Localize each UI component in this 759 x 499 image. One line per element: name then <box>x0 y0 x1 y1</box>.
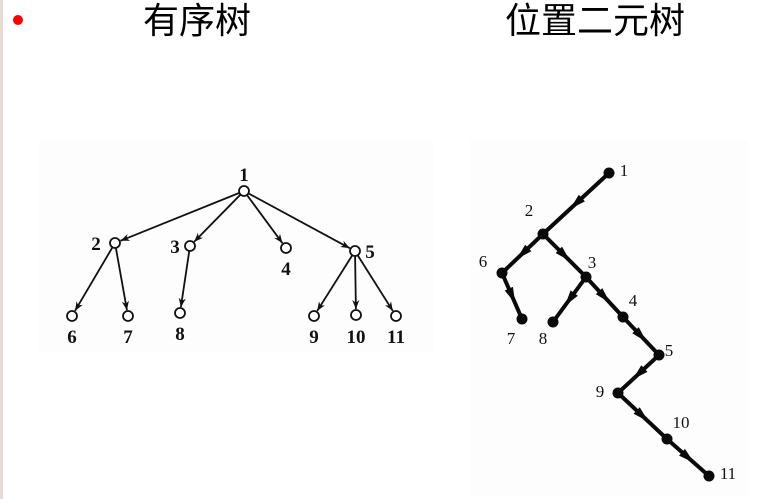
node-label-11: 11 <box>720 464 736 483</box>
node-label-3: 3 <box>588 253 597 272</box>
node-label-11: 11 <box>387 327 405 348</box>
node-label-6: 6 <box>479 252 488 271</box>
edge-arrow-1-2 <box>570 194 585 209</box>
edge-1-3 <box>193 193 242 243</box>
edge-1-4 <box>246 194 284 244</box>
node-11 <box>703 470 715 482</box>
node-label-4: 4 <box>629 291 638 310</box>
edge-arrow-10-11 <box>679 448 695 463</box>
positional-binary-tree-diagram: 1 2 3 4 5 6 7 8 9 10 11 <box>479 161 736 483</box>
node-8 <box>547 316 559 328</box>
node-label-9: 9 <box>309 327 319 348</box>
node-4 <box>617 311 629 323</box>
node-label-10: 10 <box>673 413 690 432</box>
node-label-1: 1 <box>620 161 629 180</box>
node-10 <box>661 433 673 445</box>
node-6 <box>66 310 78 322</box>
edge-arrow-9-10 <box>633 407 649 422</box>
node-label-5: 5 <box>365 242 375 263</box>
node-9 <box>612 387 624 399</box>
node-label-4: 4 <box>281 259 291 280</box>
node-label-1: 1 <box>239 165 249 186</box>
edge-arrow-3-4 <box>595 288 610 303</box>
edge-5-11 <box>356 254 394 312</box>
node-2 <box>537 228 549 240</box>
edge-1-2 <box>120 192 240 242</box>
edge-arrow-5-9 <box>632 365 648 380</box>
edge-arrow-3-8 <box>564 290 578 306</box>
node-label-2: 2 <box>525 201 534 220</box>
node-label-5: 5 <box>665 341 674 360</box>
node-label-7: 7 <box>507 329 516 348</box>
node-1 <box>238 185 250 197</box>
node-2 <box>109 237 121 249</box>
node-label-3: 3 <box>170 237 180 258</box>
node-7 <box>122 310 134 322</box>
node-10 <box>350 309 362 321</box>
node-5 <box>349 245 361 257</box>
edge-2-7 <box>114 247 129 311</box>
node-label-8: 8 <box>539 329 548 348</box>
node-6 <box>496 267 508 279</box>
node-label-2: 2 <box>91 234 101 255</box>
node-5 <box>653 349 665 361</box>
edge-arrow-2-6 <box>516 244 532 260</box>
node-1 <box>603 167 615 179</box>
node-3 <box>184 240 196 252</box>
edge-arrow-2-3 <box>555 246 571 262</box>
binary-tree-figure-background <box>470 140 748 497</box>
node-4 <box>280 242 292 254</box>
node-label-7: 7 <box>123 327 133 348</box>
node-3 <box>580 271 592 283</box>
ordered-tree-figure-background <box>38 141 433 353</box>
node-label-10: 10 <box>347 327 366 348</box>
node-label-6: 6 <box>67 327 77 348</box>
node-9 <box>308 310 320 322</box>
edge-5-9 <box>316 254 354 312</box>
bullet-icon <box>13 15 23 25</box>
edge-arrow-4-5 <box>632 327 647 342</box>
node-8 <box>174 307 186 319</box>
title-positional-binary-tree: 位置二元树 <box>505 1 686 42</box>
ordered-tree-diagram: 1 2 3 4 5 6 7 8 9 10 11 <box>66 165 405 348</box>
node-11 <box>390 310 402 322</box>
node-7 <box>516 313 528 325</box>
node-label-8: 8 <box>175 324 185 345</box>
edge-1-5 <box>247 192 351 249</box>
edge-arrow-6-7 <box>504 286 516 304</box>
edge-5-10 <box>352 255 360 310</box>
node-label-9: 9 <box>596 382 605 401</box>
edge-3-8 <box>178 250 191 308</box>
edge-2-6 <box>74 246 114 312</box>
title-ordered-tree: 有序树 <box>143 1 252 42</box>
slide-left-border <box>0 0 3 499</box>
